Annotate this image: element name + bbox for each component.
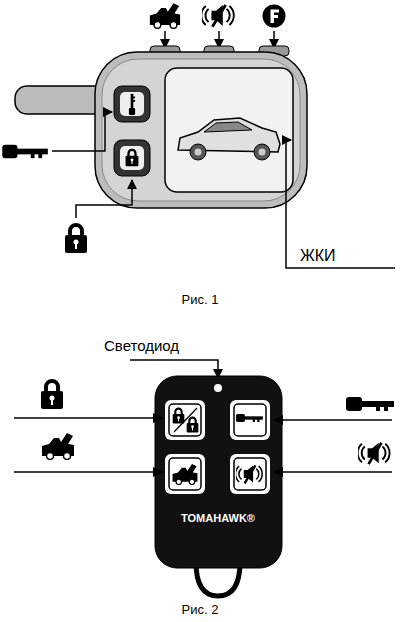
figure-caption: Рис. 1 <box>182 293 219 307</box>
figure-caption: Рис. 2 <box>182 603 219 617</box>
lcd-label: ЖКИ <box>300 247 336 265</box>
led-label: Светодиод <box>104 338 179 355</box>
brand-name: TOMAHAWK® <box>181 512 255 524</box>
